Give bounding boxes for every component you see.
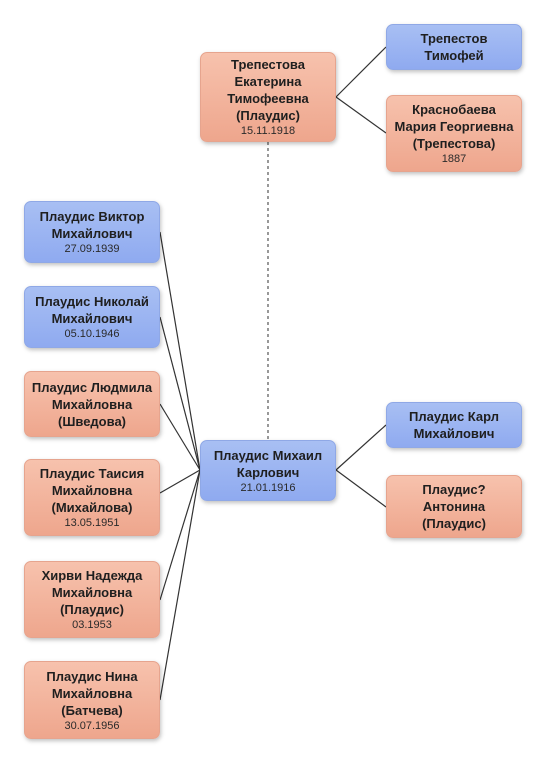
person-card-child-3[interactable]: Плаудис Людмила Михайловна (Шведова): [24, 371, 160, 437]
person-name: Плаудис Нина Михайловна (Батчева): [46, 668, 138, 718]
person-name: Плаудис Таисия Михайловна (Михайлова): [39, 466, 145, 515]
person-card-child-5[interactable]: Хирви Надежда Михайловна (Плаудис) 03.19…: [24, 561, 160, 638]
person-name: Плаудис Михаил Карлович: [213, 447, 323, 480]
person-card-spouse-mother[interactable]: Краснобаева Мария Георгиевна (Трепестова…: [386, 95, 522, 172]
person-date: 15.11.1918: [240, 125, 296, 137]
link-child-5: [159, 469, 201, 601]
person-name: Трепестов Тимофей: [420, 31, 488, 63]
person-date: 1887: [441, 153, 467, 165]
person-date: 21.01.1916: [240, 481, 296, 494]
person-date: 03.1953: [72, 619, 112, 631]
link-child-6: [159, 469, 201, 701]
person-name: Хирви Надежда Михайловна (Плаудис): [41, 568, 143, 617]
person-date: 27.09.1939: [64, 243, 120, 255]
person-card-father[interactable]: Плаудис Карл Михайлович: [386, 402, 522, 448]
person-card-main[interactable]: Плаудис Михаил Карлович 21.01.1916: [200, 440, 336, 501]
person-name: Плаудис Николай Михайлович: [35, 294, 149, 326]
person-card-child-4[interactable]: Плаудис Таисия Михайловна (Михайлова) 13…: [24, 459, 160, 536]
person-card-child-2[interactable]: Плаудис Николай Михайлович 05.10.1946: [24, 286, 160, 348]
link-spouse-mother: [335, 96, 387, 134]
person-card-spouse-father[interactable]: Трепестов Тимофей: [386, 24, 522, 70]
link-child-1: [159, 231, 201, 471]
person-name: Плаудис Виктор Михайлович: [39, 209, 145, 241]
link-main-mother: [335, 469, 387, 508]
person-name: Трепестова Екатерина Тимофеевна (Плаудис…: [227, 57, 309, 123]
person-name: Краснобаева Мария Георгиевна (Трепестова…: [394, 102, 514, 151]
person-date: 05.10.1946: [64, 328, 120, 340]
person-date: 13.05.1951: [64, 517, 120, 529]
person-name: Плаудис Людмила Михайловна (Шведова): [31, 379, 153, 429]
person-card-mother[interactable]: Плаудис? Антонина (Плаудис): [386, 475, 522, 538]
link-main-father: [335, 424, 387, 471]
person-card-child-1[interactable]: Плаудис Виктор Михайлович 27.09.1939: [24, 201, 160, 263]
link-child-2: [159, 316, 201, 471]
link-spouse-father: [335, 46, 387, 98]
person-date: 30.07.1956: [64, 719, 120, 732]
person-name: Плаудис? Антонина (Плаудис): [422, 482, 486, 531]
person-card-child-6[interactable]: Плаудис Нина Михайловна (Батчева) 30.07.…: [24, 661, 160, 739]
person-card-spouse[interactable]: Трепестова Екатерина Тимофеевна (Плаудис…: [200, 52, 336, 142]
link-child-4: [159, 469, 201, 494]
person-name: Плаудис Карл Михайлович: [408, 409, 500, 441]
link-child-3: [159, 403, 201, 471]
